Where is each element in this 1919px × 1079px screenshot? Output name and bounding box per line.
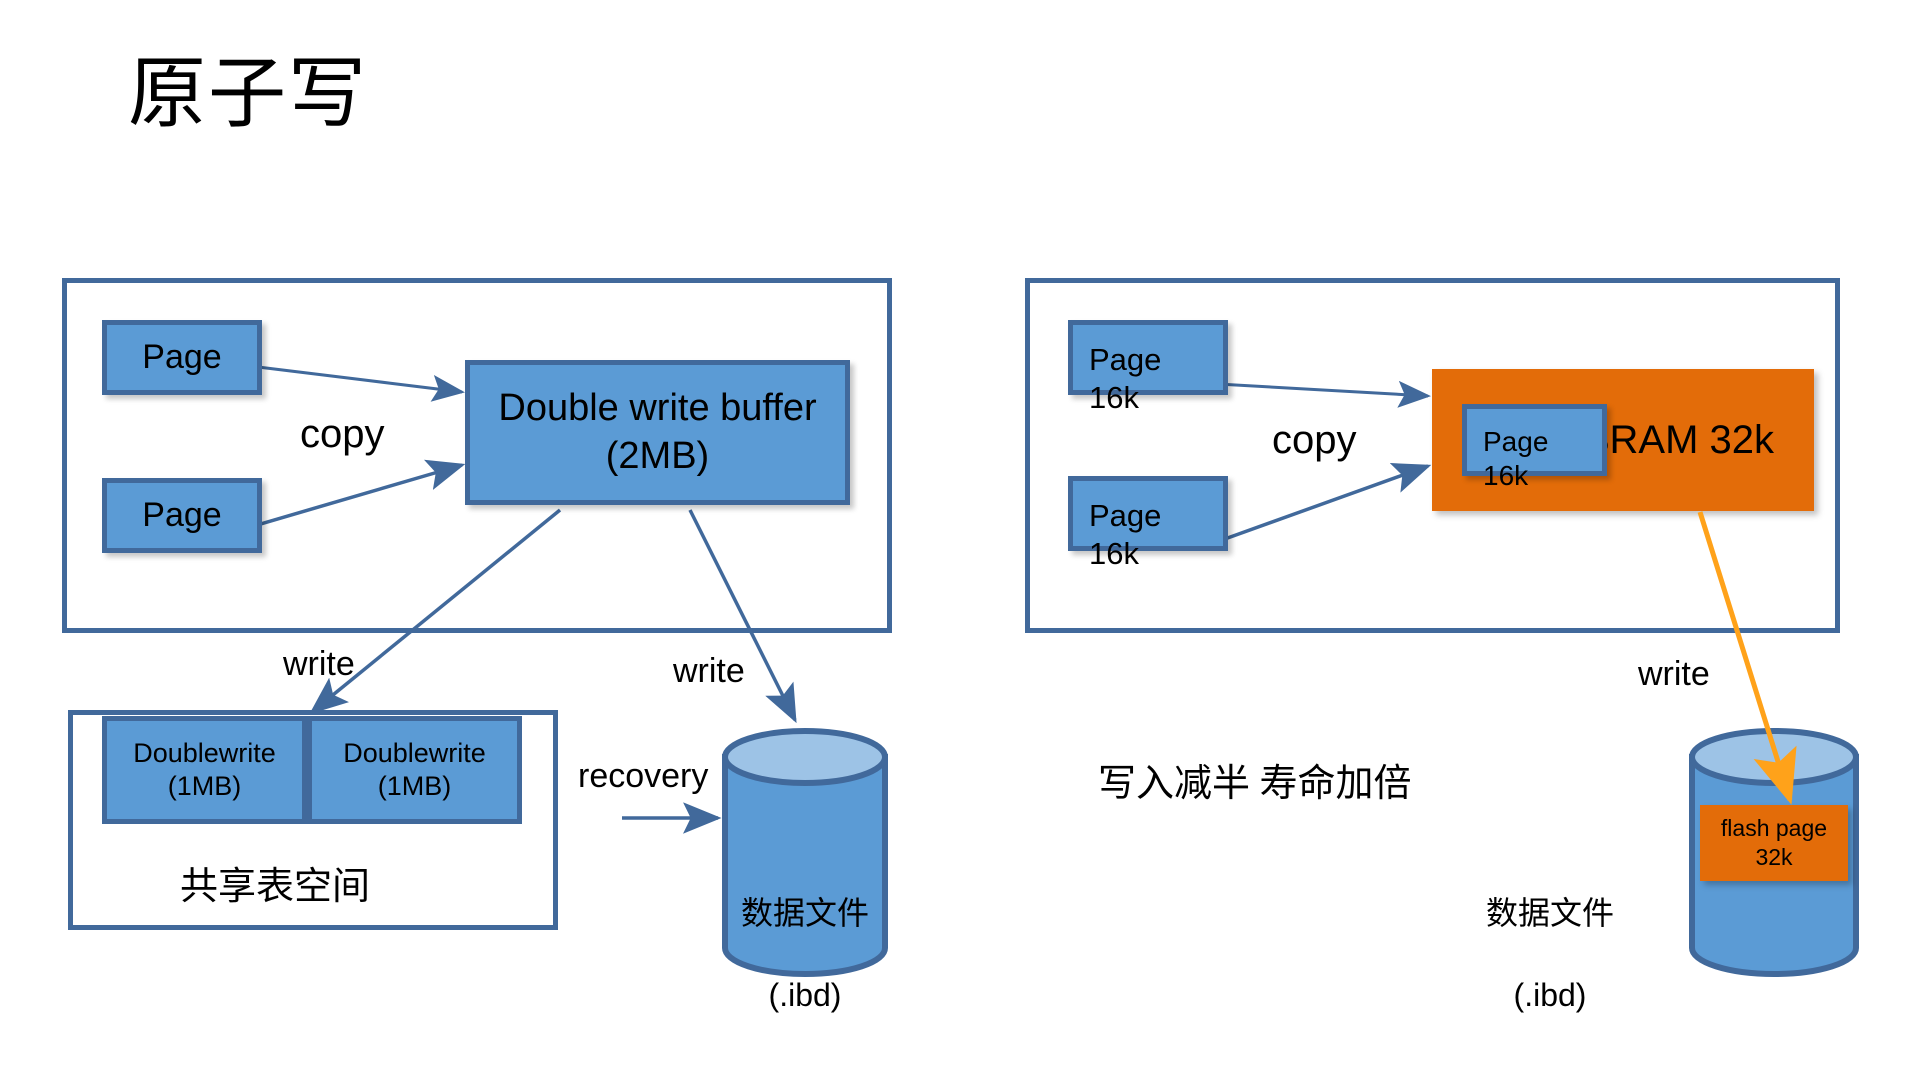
sram-box[interactable]: SRAM 32k: [1432, 369, 1814, 511]
left-datafile-line1: 数据文件: [740, 894, 869, 931]
benefit-note: 写入减半 寿命加倍: [1098, 763, 1412, 805]
double-write-buffer-line2: (2MB): [605, 434, 710, 477]
sram-inner-page-box[interactable]: Page 16k: [1462, 404, 1607, 491]
flash-page-box[interactable]: flash page 32k: [1700, 805, 1848, 881]
recovery-label: recovery: [578, 757, 709, 795]
right-datafile-line1: 数据文件: [1485, 894, 1614, 931]
right-page-box-1[interactable]: Page 16k: [1068, 320, 1228, 415]
right-page-box-2-label: Page 16k: [1089, 498, 1162, 571]
flash-page-line2: 32k: [1755, 844, 1793, 870]
page-box-1[interactable]: Page: [102, 320, 262, 395]
sram-label: SRAM 32k: [1582, 417, 1774, 462]
copy-label-left: copy: [300, 412, 385, 456]
shared-tablespace-caption: 共享表空间: [180, 866, 371, 908]
doublewrite-slot-2[interactable]: Doublewrite (1MB): [307, 716, 522, 824]
left-datafile-label: 数据文件 (.ibd): [705, 852, 905, 1057]
copy-label-right: copy: [1272, 418, 1357, 462]
page-box-1-label: Page: [142, 338, 222, 376]
page-title: 原子写: [128, 50, 369, 137]
page-box-2[interactable]: Page: [102, 478, 262, 553]
write-label-left: write: [283, 645, 355, 683]
right-ssd-frame: [1025, 278, 1840, 633]
right-page-box-2[interactable]: Page 16k: [1068, 476, 1228, 571]
write-label-left-2: write: [673, 652, 745, 690]
doublewrite-slot-2-line2: (1MB): [377, 771, 452, 801]
double-write-buffer-line1: Double write buffer: [498, 387, 817, 429]
right-datafile-line2: (.ibd): [1513, 976, 1587, 1013]
sram-inner-page-label: Page 16k: [1483, 426, 1549, 492]
doublewrite-slot-1-line2: (1MB): [167, 771, 242, 801]
doublewrite-slot-1-line1: Doublewrite: [133, 738, 276, 769]
write-label-right: write: [1638, 655, 1710, 693]
left-datafile-line2: (.ibd): [768, 976, 842, 1013]
doublewrite-slot-1[interactable]: Doublewrite (1MB): [102, 716, 307, 824]
right-page-box-1-label: Page 16k: [1089, 342, 1162, 415]
flash-page-line1: flash page: [1720, 815, 1828, 842]
doublewrite-slot-2-line1: Doublewrite: [343, 738, 486, 769]
page-box-2-label: Page: [142, 496, 222, 534]
right-datafile-label: 数据文件 (.ibd): [1440, 852, 1660, 1057]
double-write-buffer-box[interactable]: Double write buffer (2MB): [465, 360, 850, 505]
